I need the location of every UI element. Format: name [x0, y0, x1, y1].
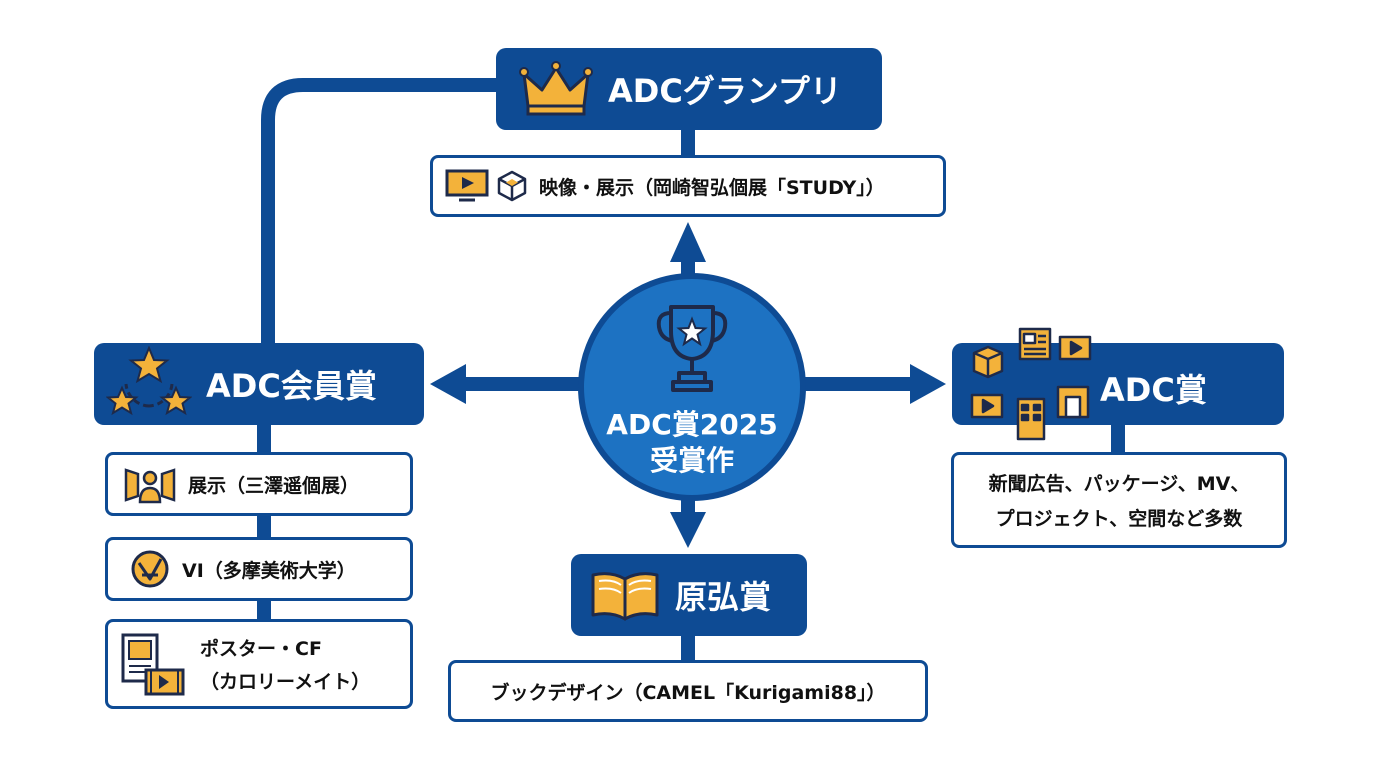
- hara-award-title: 原弘賞: [675, 578, 772, 616]
- adc-award-work-card: 新聞広告、パッケージ、MV、 プロジェクト、空間など多数: [951, 452, 1287, 548]
- adc-award-work-line1: 新聞広告、パッケージ、MV、: [988, 473, 1250, 495]
- trophy-icon: [656, 305, 728, 392]
- grand-prix-node: ADCグランプリ: [496, 48, 882, 130]
- grand-prix-work: 映像・展示（岡崎智弘個展「STUDY」）: [539, 176, 885, 199]
- open-book-icon: [591, 572, 659, 621]
- member-work-exhibition: 展示（三澤遥個展）: [188, 474, 360, 497]
- exhibition-person-icon: [124, 468, 176, 504]
- vi-logo-icon: [131, 550, 169, 588]
- cube-icon: [497, 170, 527, 202]
- member-work-vi: VI（多摩美術大学）: [182, 559, 356, 582]
- member-work-card-exhibition: 展示（三澤遥個展）: [105, 452, 413, 516]
- crown-icon: [519, 61, 593, 116]
- adc-award-node: ADC賞: [952, 327, 1284, 441]
- arrow-right: [910, 364, 946, 404]
- grand-prix-title: ADCグランプリ: [608, 72, 842, 110]
- hara-award-work: ブックデザイン（CAMEL「Kurigami88」）: [490, 681, 886, 704]
- center-title: ADC賞2025: [606, 408, 778, 441]
- member-award-title: ADC会員賞: [206, 367, 377, 405]
- arrow-up: [670, 222, 706, 262]
- member-work-poster-line1: ポスター・CF: [200, 638, 322, 660]
- hara-award-node: 原弘賞: [571, 554, 807, 636]
- video-screen-icon: [445, 169, 489, 202]
- media-collage-icon: [970, 327, 1092, 441]
- stars-icon: [106, 346, 192, 416]
- center-subtitle: 受賞作: [649, 444, 734, 477]
- adc-award-work-line2: プロジェクト、空間など多数: [995, 508, 1243, 530]
- hara-award-work-card: ブックデザイン（CAMEL「Kurigami88」）: [448, 660, 928, 722]
- member-work-poster-line2: （カロリーメイト）: [200, 671, 371, 693]
- poster-film-icon: [121, 633, 185, 696]
- grand-prix-work-card: 映像・展示（岡崎智弘個展「STUDY」）: [430, 155, 946, 217]
- member-award-node: ADC会員賞: [94, 343, 424, 425]
- center-award-circle: ADC賞2025 受賞作: [578, 273, 806, 501]
- member-work-card-poster: ポスター・CF （カロリーメイト）: [105, 619, 413, 709]
- grand-prix-member-connector: [261, 78, 500, 355]
- adc-award-title: ADC賞: [1100, 371, 1207, 409]
- arrow-left: [430, 364, 466, 404]
- member-work-card-vi: VI（多摩美術大学）: [105, 537, 413, 601]
- arrow-down: [670, 512, 706, 548]
